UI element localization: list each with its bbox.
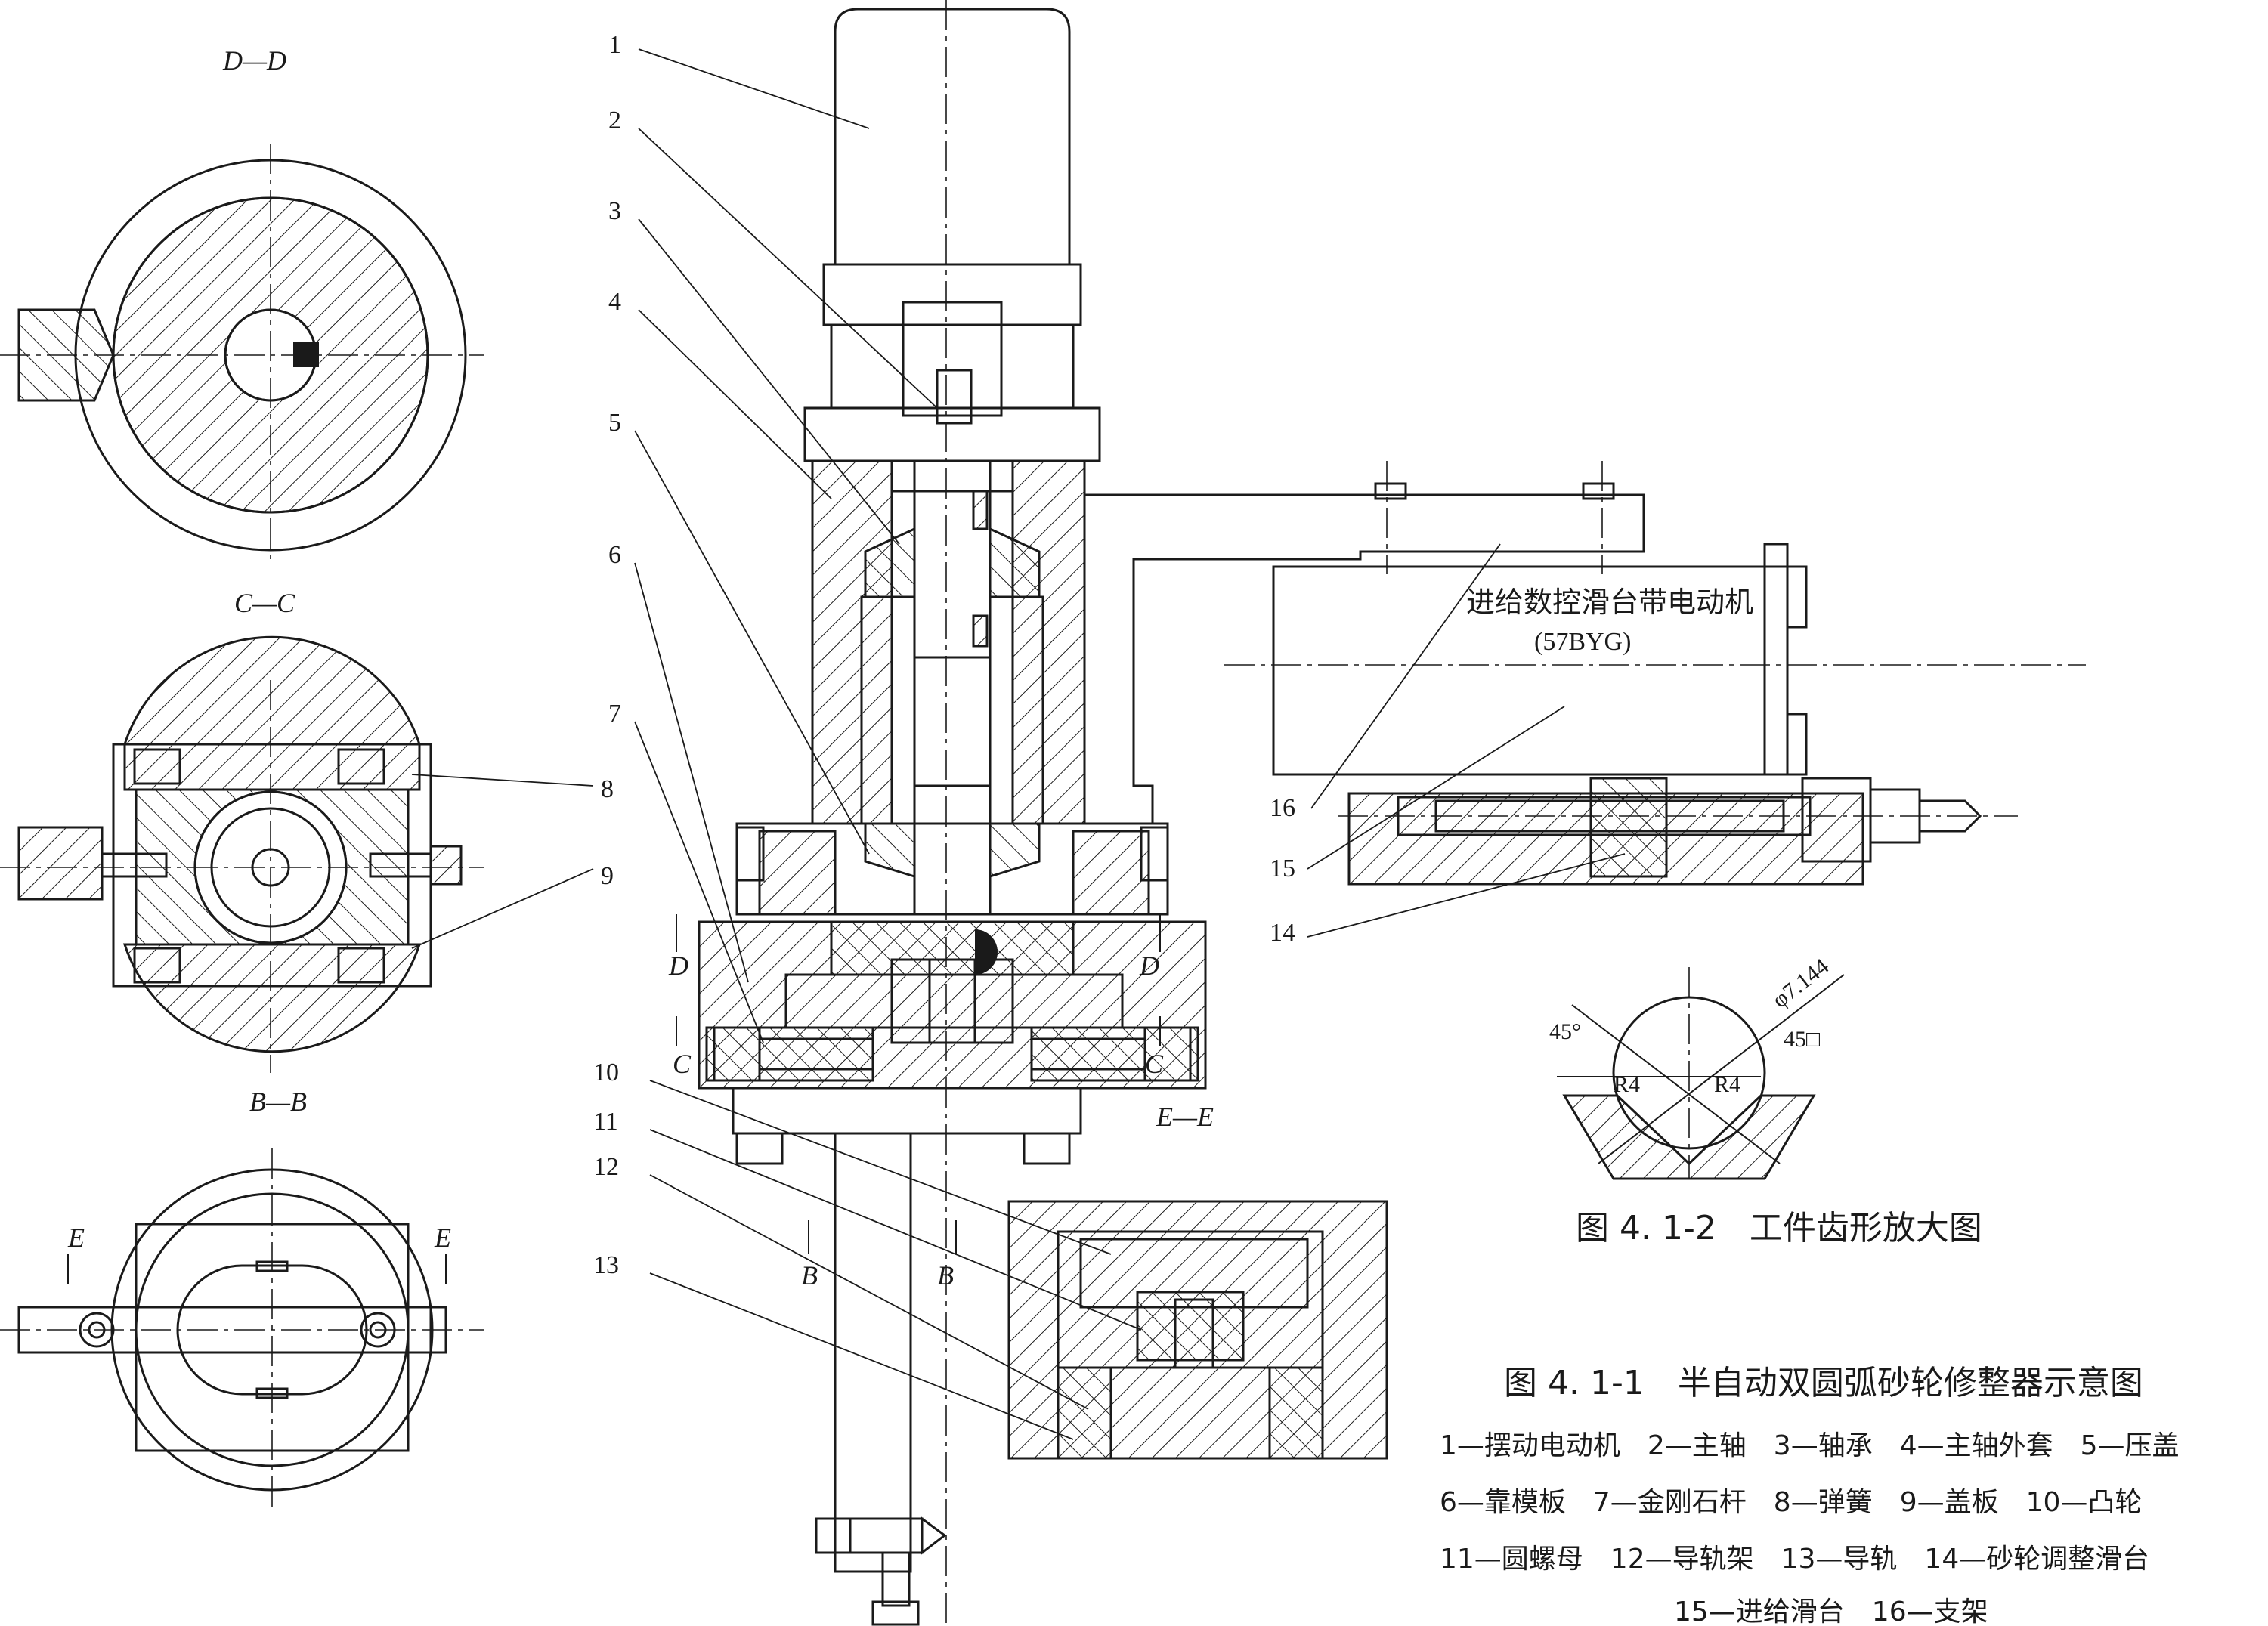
part-label-10: 10 xyxy=(593,1059,619,1087)
dim-radius-right: R4 xyxy=(1714,1072,1740,1097)
section-view-dd: D—D xyxy=(0,45,484,559)
motor-box-line1: 进给数控滑台带电动机 xyxy=(1466,586,1753,619)
section-title-cc: C—C xyxy=(234,588,295,618)
section-title-dd: D—D xyxy=(222,45,286,76)
part-label-6: 6 xyxy=(608,541,621,569)
dim-radius-left: R4 xyxy=(1614,1072,1640,1097)
detail-view-tooth-profile: φ7.144 45° 45□ R4 R4 图 4. 1-2 工件齿形放大图 xyxy=(1549,954,1982,1247)
part-label-7: 7 xyxy=(608,700,621,728)
part-label-5: 5 xyxy=(608,409,621,437)
part-label-1: 1 xyxy=(608,31,621,59)
section-arrow-b-right: B xyxy=(937,1260,954,1291)
legend-line-2: 6—靠模板 7—金刚石杆 8—弹簧 9—盖板 10—凸轮 xyxy=(1440,1487,2142,1518)
section-arrow-d-right: D xyxy=(1139,951,1159,981)
legend-line-4: 15—进给滑台 16—支架 xyxy=(1674,1597,1988,1626)
part-labels: 1 2 3 4 5 6 7 8 9 10 11 12 13 14 15 16 xyxy=(593,31,1295,1279)
section-view-bb: B—B E E xyxy=(0,1087,484,1511)
section-title-ee: E—E xyxy=(1156,1102,1214,1132)
legend-line-3: 11—圆螺母 12—导轨架 13—导轨 14—砂轮调整滑台 xyxy=(1440,1544,2149,1575)
cam-follower-marker xyxy=(975,929,998,975)
part-label-13: 13 xyxy=(593,1251,619,1279)
part-label-15: 15 xyxy=(1270,855,1295,883)
section-arrow-b-left: B xyxy=(801,1260,818,1291)
part-label-4: 4 xyxy=(608,288,621,316)
part-label-9: 9 xyxy=(601,862,614,890)
section-arrow-c-left: C xyxy=(673,1049,692,1079)
dim-angle-right: 45□ xyxy=(1784,1027,1821,1052)
motor-box-line2: (57BYG) xyxy=(1534,628,1631,656)
part-label-16: 16 xyxy=(1270,794,1295,822)
part-label-14: 14 xyxy=(1270,919,1295,947)
feed-slide-unit: 进给数控滑台带电动机 (57BYG) xyxy=(1224,461,2086,886)
main-assembly: D D C C E—E B B xyxy=(668,0,1645,1626)
section-arrow-e-right: E xyxy=(434,1223,451,1253)
section-arrow-e-left: E xyxy=(67,1223,85,1253)
part-label-11: 11 xyxy=(593,1108,618,1136)
section-arrow-d-left: D xyxy=(668,951,688,981)
leader-lines xyxy=(411,48,1626,1440)
part-label-8: 8 xyxy=(601,775,614,803)
section-view-ee xyxy=(1007,1200,1388,1460)
section-arrow-c-right: C xyxy=(1145,1049,1164,1079)
key-square xyxy=(293,342,319,367)
dim-diameter: φ7.144 xyxy=(1768,954,1833,1012)
dim-angle-left: 45° xyxy=(1549,1019,1581,1044)
section-title-bb: B—B xyxy=(249,1087,307,1117)
legend-line-1: 1—摆动电动机 2—主轴 3—轴承 4—主轴外套 5—压盖 xyxy=(1440,1430,2180,1461)
part-label-2: 2 xyxy=(608,107,621,134)
part-label-12: 12 xyxy=(593,1153,619,1181)
main-caption: 图 4. 1-1 半自动双圆弧砂轮修整器示意图 xyxy=(1504,1364,2143,1402)
detail-caption: 图 4. 1-2 工件齿形放大图 xyxy=(1576,1209,1982,1247)
part-label-3: 3 xyxy=(608,197,621,225)
caption-and-legend: 图 4. 1-1 半自动双圆弧砂轮修整器示意图 1—摆动电动机 2—主轴 3—轴… xyxy=(1440,1364,2180,1626)
section-view-cc: C—C xyxy=(0,588,484,1073)
